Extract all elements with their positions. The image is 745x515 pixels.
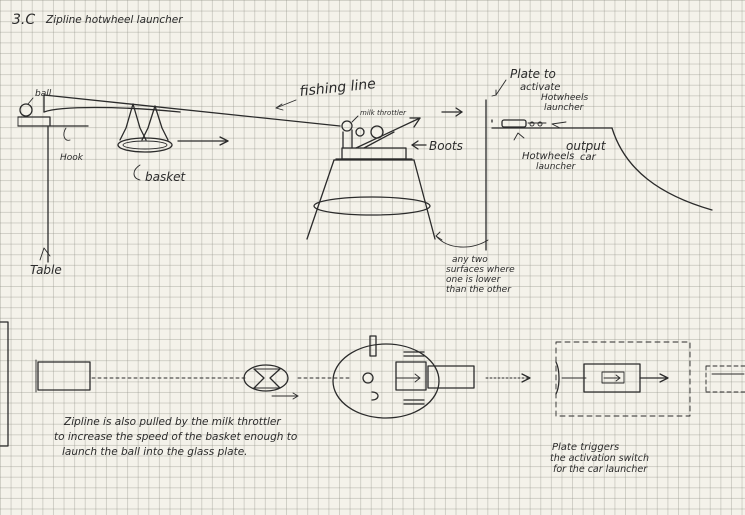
surfaces-label-1: any two (452, 255, 488, 265)
zipline-sag (43, 106, 181, 113)
surfaces-pointer (435, 235, 489, 248)
note-plate-2: the activation switch (550, 453, 649, 464)
basket (117, 103, 173, 153)
sketch-number: 3.C (12, 12, 35, 28)
milk-throttler-label: milk throttler (360, 109, 407, 117)
surfaces-label-4: than the other (446, 285, 512, 295)
zipline (43, 94, 341, 127)
sketch-title: Zipline hotwheel launcher (45, 14, 183, 26)
surfaces-label-3: one is lower (446, 275, 502, 285)
basket-label: basket (145, 170, 187, 184)
boots-lever-arrow (355, 117, 421, 149)
output-car-pointer (551, 121, 567, 129)
note-zipline-3: launch the ball into the glass plate. (62, 446, 248, 458)
stand (306, 159, 436, 240)
table-pointer (39, 247, 51, 261)
note-plate-1: Plate triggers (552, 442, 619, 453)
top-view-table (0, 321, 91, 447)
ball (19, 103, 33, 117)
ball-pointer (27, 97, 34, 105)
plate-label-4: launcher (544, 103, 585, 113)
boots-platform (335, 147, 413, 160)
plate-label-2: activate (520, 82, 560, 93)
basket-pointer (133, 164, 141, 181)
top-view-basket (243, 364, 289, 392)
top-view-throttler-stand (332, 335, 475, 419)
surfaces-label-2: surfaces where (446, 265, 515, 275)
table (17, 116, 89, 263)
launcher-label-2: launcher (536, 162, 577, 172)
table-label: Table (30, 263, 62, 277)
plate-label-3: Hotwheels (541, 93, 588, 103)
fishing-line-label: fishing line (299, 76, 377, 100)
note-zipline-2: to increase the speed of the basket enou… (54, 431, 297, 443)
plate-pole (485, 99, 493, 251)
output-car-label-1: output (566, 139, 607, 153)
top-view-output-area (705, 365, 745, 393)
ball-label: ball (35, 89, 52, 99)
launcher-pointer (513, 132, 525, 141)
launcher-platform (491, 119, 713, 211)
note-zipline-1: Zipline is also pulled by the milk throt… (63, 416, 281, 428)
note-plate-3: for the car launcher (553, 464, 648, 475)
output-car-label-2: car (580, 152, 597, 163)
launcher-label-1: Hotwheels (522, 151, 574, 162)
milk-throttler (341, 120, 384, 149)
top-view-plate (555, 341, 691, 417)
boots-label: Boots (429, 139, 463, 153)
hook-pointer (63, 127, 71, 141)
hook-label: Hook (60, 153, 84, 163)
plate-label-1: Plate to (510, 67, 556, 81)
